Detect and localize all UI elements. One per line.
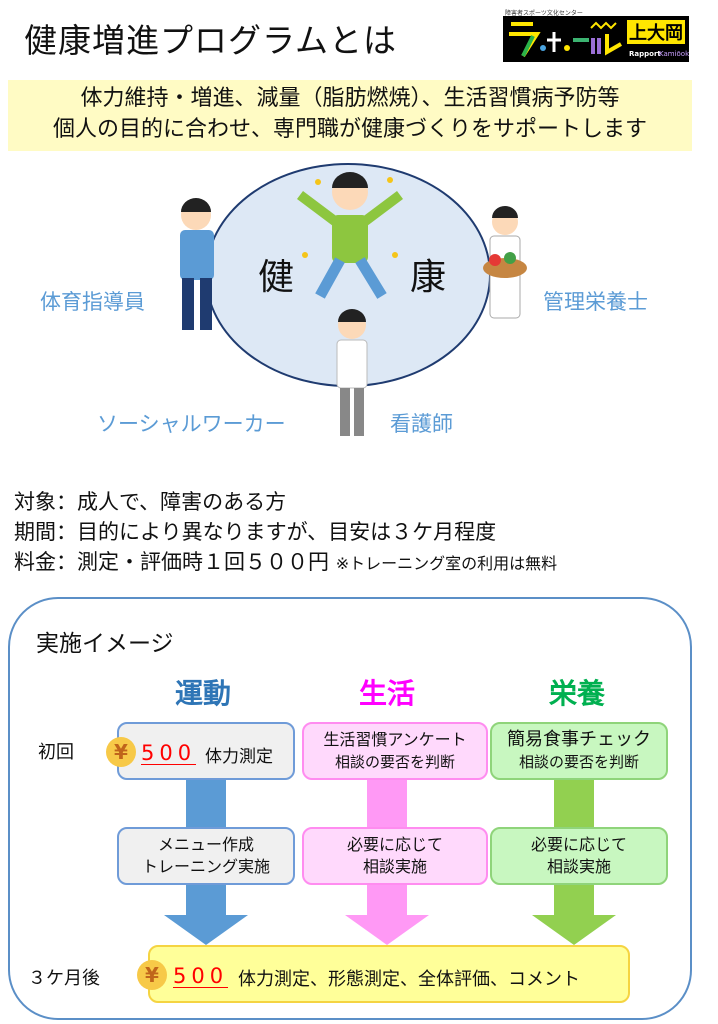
role-trainer: 体育指導員 <box>40 290 145 314</box>
exercise-first-text: 体力測定 <box>205 747 273 767</box>
rapport-logo: 上大岡 Rapport Kamiōoka <box>503 16 689 62</box>
row-label-3months: ３ケ月後 <box>28 968 100 989</box>
page-title: 健康増進プログラムとは <box>24 21 398 60</box>
box-final-assessment <box>148 945 630 1003</box>
nutrition-first-line1: 簡易食事チェック <box>507 729 651 750</box>
implementation-title: 実施イメージ <box>36 631 174 657</box>
life-first-line2: 相談の要否を判断 <box>334 753 455 771</box>
column-nutrition: 栄養 <box>548 677 605 710</box>
banner-line-1: 体力維持・増進、減量（脂肪燃焼）、生活習慣病予防等 <box>80 86 620 111</box>
logo-subtitle: 障害者スポーツ文化センター <box>505 10 583 17</box>
box-exercise-first <box>117 722 295 780</box>
person-center-icon <box>297 172 403 299</box>
box-life-first: 生活習慣アンケート 相談の要否を判断 <box>302 722 488 780</box>
exercise-second-line1: メニュー作成 <box>157 835 254 854</box>
role-nurse: 看護師 <box>390 412 453 436</box>
column-exercise: 運動 <box>174 677 231 710</box>
logo-place: 上大岡 <box>629 22 683 44</box>
implementation-frame <box>8 597 692 1020</box>
summary-banner: 体力維持・増進、減量（脂肪燃焼）、生活習慣病予防等 個人の目的に合わせ、専門職が… <box>8 80 692 151</box>
role-social-worker: ソーシャルワーカー <box>97 412 286 436</box>
info-target: 対象：成人で、障害のある方 <box>14 490 287 514</box>
person-dietitian-icon <box>483 206 527 319</box>
svg-text:Kamiōoka: Kamiōoka <box>659 50 689 58</box>
person-trainer-icon <box>180 198 214 330</box>
box-life-second: 必要に応じて 相談実施 <box>302 827 488 885</box>
role-dietitian: 管理栄養士 <box>543 290 648 314</box>
svg-text:Rapport: Rapport <box>629 50 661 58</box>
box-nutrition-first: 簡易食事チェック 相談の要否を判断 <box>490 722 668 780</box>
final-text: 体力測定、形態測定、全体評価、コメント <box>238 969 580 990</box>
sparkle-icons <box>302 177 398 258</box>
person-nurse-icon <box>336 309 368 436</box>
nutrition-first-line2: 相談の要否を判断 <box>518 753 639 771</box>
info-period: 期間：目的により異なりますが、目安は３ケ月程度 <box>14 520 497 544</box>
box-exercise-second: メニュー作成 トレーニング実施 <box>117 827 295 885</box>
info-fee: 料金：測定・評価時１回５００円 <box>14 550 329 574</box>
info-fee-note: ※トレーニング室の利用は無料 <box>335 554 558 573</box>
price-final: 500 <box>173 964 229 988</box>
people-illustration <box>180 172 527 436</box>
life-second-line1: 必要に応じて <box>346 835 443 854</box>
center-char-right: 康 <box>410 257 447 298</box>
price-first: 500 <box>141 741 197 765</box>
exercise-second-line2: トレーニング実施 <box>141 857 270 876</box>
life-first-line1: 生活習慣アンケート <box>323 730 467 749</box>
column-life: 生活 <box>358 677 415 710</box>
box-nutrition-second: 必要に応じて 相談実施 <box>490 827 668 885</box>
nutrition-second-line2: 相談実施 <box>546 857 611 876</box>
yen-icon: ¥ <box>137 960 167 990</box>
row-label-first: 初回 <box>38 742 74 763</box>
yen-icon: ¥ <box>106 737 136 767</box>
nutrition-second-line1: 必要に応じて <box>530 835 627 854</box>
banner-line-2: 個人の目的に合わせ、専門職が健康づくりをサポートします <box>52 117 647 142</box>
life-second-line2: 相談実施 <box>362 857 427 876</box>
center-char-left: 健 <box>258 257 295 298</box>
